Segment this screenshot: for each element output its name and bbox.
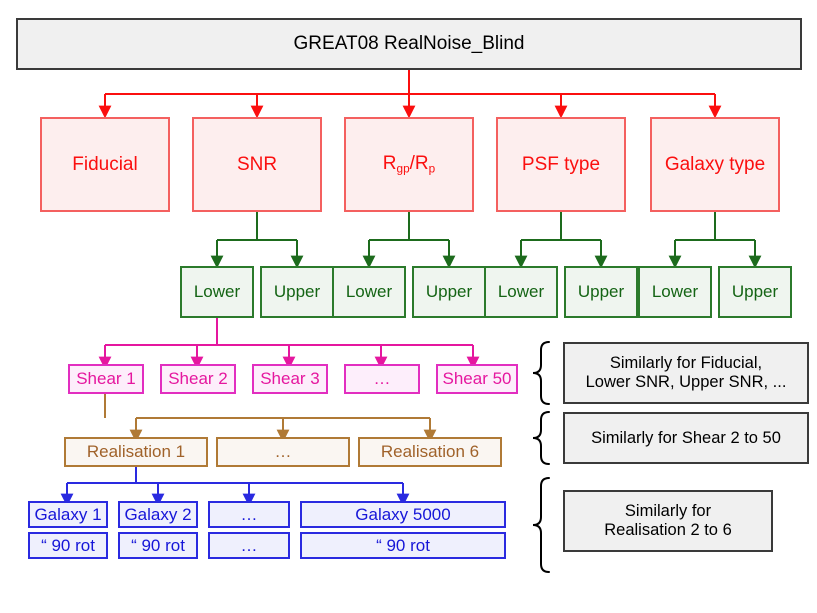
branch-node-rgp-rp[interactable]: Rgp/Rp xyxy=(344,117,474,212)
shear-node-ellipsis: … xyxy=(344,364,420,394)
galaxy-label-1: Galaxy 1 xyxy=(34,504,102,524)
galaxy-rotation-ellipsis: … xyxy=(208,532,290,559)
realisation-label-ellipsis: … xyxy=(274,442,292,462)
rgp-separator: / xyxy=(409,153,415,175)
galaxy-rotation-label-1: “ 90 rot xyxy=(41,535,95,555)
annotation-line-2a: Similarly for Shear 2 to 50 xyxy=(591,428,781,447)
limit-label-galaxy-lower: Lower xyxy=(651,282,699,302)
branch-node-psf-type[interactable]: PSF type xyxy=(496,117,626,212)
rgp-base: R xyxy=(382,153,397,175)
shear-node-1[interactable]: Shear 1 xyxy=(68,364,144,394)
galaxy-rotation-label-2: “ 90 rot xyxy=(131,535,185,555)
shear-label-ellipsis: … xyxy=(373,369,391,389)
galaxy-rotation-5000[interactable]: “ 90 rot xyxy=(300,532,506,559)
limit-label-snr-lower: Lower xyxy=(193,282,241,302)
branch-label-snr: SNR xyxy=(236,153,278,175)
limit-node-rgp-lower[interactable]: Lower xyxy=(332,266,406,318)
galaxy-node-1[interactable]: Galaxy 1 xyxy=(28,501,108,528)
branch-node-snr[interactable]: SNR xyxy=(192,117,322,212)
shear-node-2[interactable]: Shear 2 xyxy=(160,364,236,394)
galaxy-node-ellipsis: … xyxy=(208,501,290,528)
shear-node-50[interactable]: Shear 50 xyxy=(436,364,518,394)
rp-subscript: p xyxy=(428,162,436,176)
rgp-subscript: gp xyxy=(396,162,410,176)
annotation-box-shear: Similarly for Shear 2 to 50 xyxy=(563,412,809,464)
limit-node-rgp-upper[interactable]: Upper xyxy=(412,266,486,318)
limit-label-psf-upper: Upper xyxy=(577,282,625,302)
galaxy-node-5000[interactable]: Galaxy 5000 xyxy=(300,501,506,528)
realisation-node-6[interactable]: Realisation 6 xyxy=(358,437,502,467)
galaxy-rotation-label-5000: “ 90 rot xyxy=(376,535,430,555)
shear-node-3[interactable]: Shear 3 xyxy=(252,364,328,394)
shear-label-3: Shear 3 xyxy=(260,369,320,389)
branch-node-galaxy-type[interactable]: Galaxy type xyxy=(650,117,780,212)
realisation-node-1[interactable]: Realisation 1 xyxy=(64,437,208,467)
annotation-line-1a: Similarly for Fiducial, xyxy=(609,354,763,373)
branch-label-fiducial: Fiducial xyxy=(72,153,138,175)
annotation-line-3a: Similarly for xyxy=(624,502,712,521)
realisation-label-6: Realisation 6 xyxy=(380,442,480,462)
galaxy-rotation-1[interactable]: “ 90 rot xyxy=(28,532,108,559)
limit-node-galaxy-lower[interactable]: Lower xyxy=(638,266,712,318)
annotation-line-3b: Realisation 2 to 6 xyxy=(604,521,732,539)
root-node-great08[interactable]: GREAT08 RealNoise_Blind xyxy=(16,18,802,70)
shear-label-1: Shear 1 xyxy=(76,369,136,389)
limit-node-snr-upper[interactable]: Upper xyxy=(260,266,334,318)
limit-node-snr-lower[interactable]: Lower xyxy=(180,266,254,318)
galaxy-node-2[interactable]: Galaxy 2 xyxy=(118,501,198,528)
annotation-box-fiducial-snr: Similarly for Fiducial, Lower SNR, Upper… xyxy=(563,342,809,404)
galaxy-label-5000: Galaxy 5000 xyxy=(355,504,451,524)
galaxy-label-2: Galaxy 2 xyxy=(124,504,192,524)
limit-label-snr-upper: Upper xyxy=(273,282,321,302)
limit-node-psf-lower[interactable]: Lower xyxy=(484,266,558,318)
galaxy-label-ellipsis: … xyxy=(240,504,258,524)
limit-label-psf-lower: Lower xyxy=(497,282,545,302)
branch-label-rgp-rp: Rgp/Rp xyxy=(383,153,435,176)
limit-label-galaxy-upper: Upper xyxy=(731,282,779,302)
branch-label-psf-type: PSF type xyxy=(521,153,601,175)
annotation-box-realisation: Similarly for Realisation 2 to 6 xyxy=(563,490,773,552)
realisation-label-1: Realisation 1 xyxy=(86,442,186,462)
shear-label-50: Shear 50 xyxy=(442,369,512,389)
limit-label-rgp-upper: Upper xyxy=(425,282,473,302)
limit-node-galaxy-upper[interactable]: Upper xyxy=(718,266,792,318)
limit-label-rgp-lower: Lower xyxy=(345,282,393,302)
annotation-line-1b: Lower SNR, Upper SNR, ... xyxy=(585,373,787,391)
branch-node-fiducial[interactable]: Fiducial xyxy=(40,117,170,212)
branch-label-galaxy-type: Galaxy type xyxy=(664,153,766,175)
shear-label-2: Shear 2 xyxy=(168,369,228,389)
galaxy-rotation-2[interactable]: “ 90 rot xyxy=(118,532,198,559)
galaxy-rotation-label-ellipsis: … xyxy=(240,535,258,555)
realisation-node-ellipsis: … xyxy=(216,437,350,467)
root-label: GREAT08 RealNoise_Blind xyxy=(293,33,525,55)
rp-base: R xyxy=(414,153,429,175)
limit-node-psf-upper[interactable]: Upper xyxy=(564,266,638,318)
